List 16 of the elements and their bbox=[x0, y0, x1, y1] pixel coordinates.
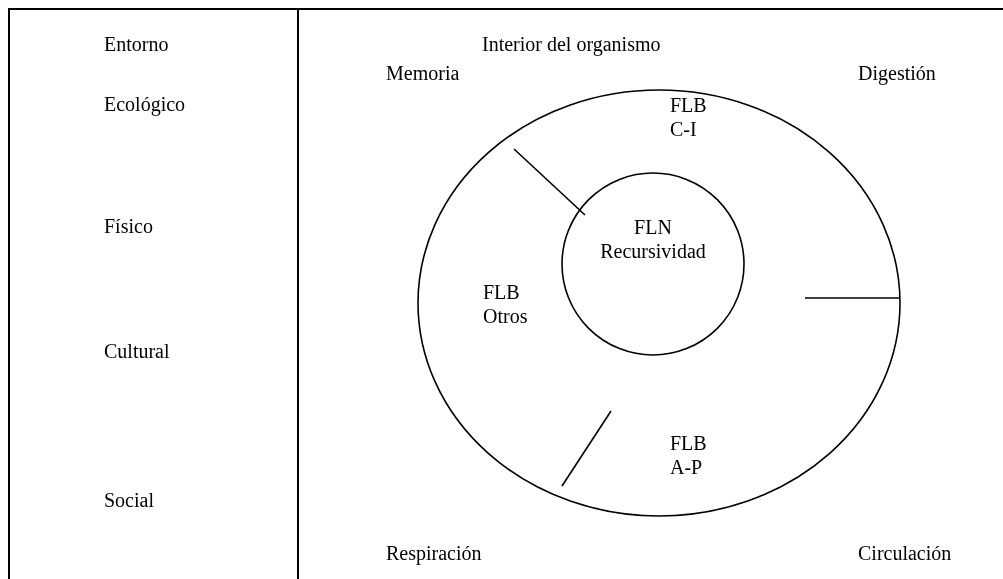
center-label: FLN Recursividad bbox=[599, 215, 707, 263]
heading: Entorno bbox=[104, 32, 169, 56]
heading: Interior del organismo bbox=[482, 32, 661, 56]
region-label: FLB Otros bbox=[483, 280, 529, 328]
list-item: Físico bbox=[104, 214, 153, 238]
region-label: FLB C-I bbox=[670, 93, 708, 141]
function-label: Memoria bbox=[386, 61, 460, 85]
list-item: Cultural bbox=[104, 339, 170, 363]
region-label: FLB A-P bbox=[670, 431, 708, 479]
function-label: Digestión bbox=[858, 61, 936, 85]
function-label: Respiración bbox=[386, 541, 482, 565]
function-label: Circulación bbox=[858, 541, 952, 565]
list-item: Social bbox=[104, 488, 154, 512]
list-item: Ecológico bbox=[104, 92, 186, 116]
organism-panel bbox=[297, 8, 1003, 579]
environment-panel bbox=[8, 8, 297, 579]
